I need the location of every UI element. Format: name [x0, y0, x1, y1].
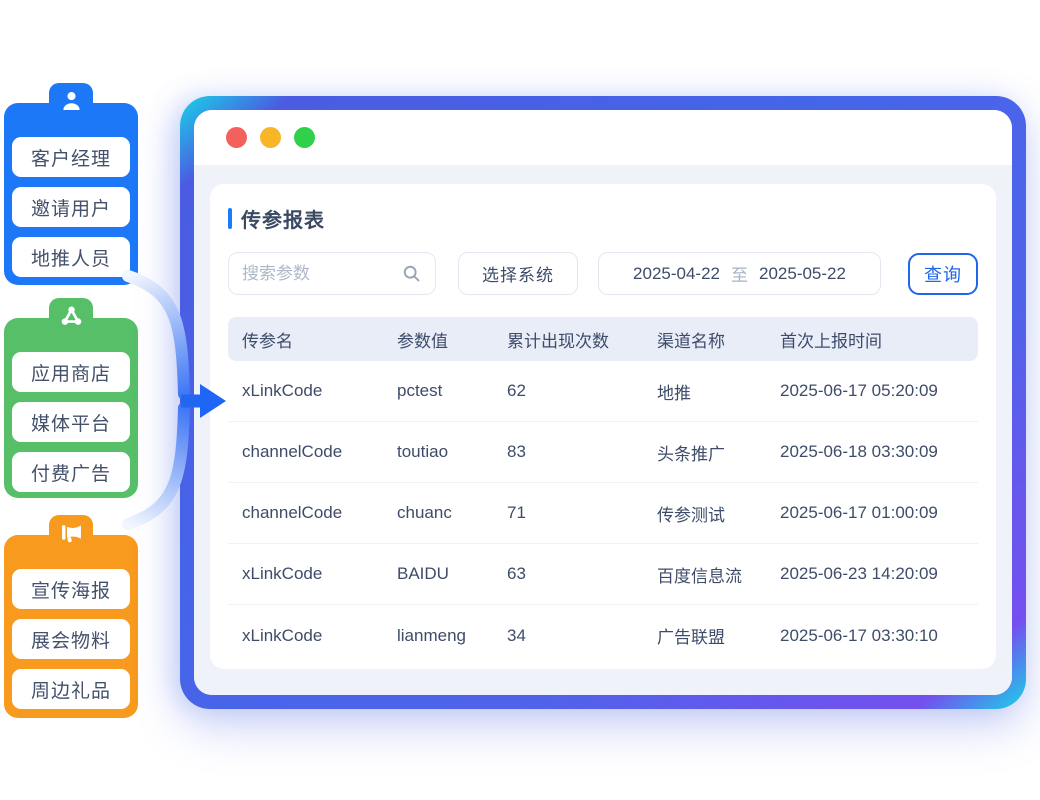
report-table: 传参名 参数值 累计出现次数 渠道名称 首次上报时间 xLinkCode pct…: [228, 317, 978, 666]
param-name-cell: xLinkCode: [242, 381, 323, 400]
table-header: 传参名 参数值 累计出现次数 渠道名称 首次上报时间: [228, 317, 978, 361]
count-cell: 63: [507, 564, 526, 583]
maximize-window-button[interactable]: [294, 127, 315, 148]
column-header: 参数值: [397, 331, 448, 351]
column-header: 渠道名称: [657, 331, 725, 351]
report-toolbar: 选择系统 2025-04-22 至 2025-05-22 查询: [228, 252, 978, 295]
channel-cell: 地推: [657, 383, 691, 403]
query-button[interactable]: 查询: [908, 252, 978, 295]
card-item: 媒体平台: [12, 402, 130, 442]
param-name-cell: xLinkCode: [242, 564, 323, 583]
first-report-time-cell: 2025-06-17 03:30:10: [780, 625, 938, 645]
first-report-time-cell: 2025-06-17 01:00:09: [780, 503, 938, 522]
window-titlebar: [194, 110, 1012, 165]
card-item: 邀请用户: [12, 187, 130, 227]
card-platforms: 应用商店 媒体平台 付费广告: [4, 298, 138, 498]
date-range-picker[interactable]: 2025-04-22 至 2025-05-22: [598, 252, 881, 295]
close-window-button[interactable]: [226, 127, 247, 148]
count-cell: 34: [507, 625, 526, 645]
channel-cell: 广告联盟: [657, 628, 725, 647]
report-card: 传参报表 选择系统 2025-04-22: [210, 184, 996, 669]
card-item: 付费广告: [12, 452, 130, 492]
date-separator: 至: [731, 266, 748, 285]
param-value-cell: BAIDU: [397, 564, 449, 583]
share-icon: [61, 306, 81, 325]
search-icon: [403, 265, 420, 282]
param-value-cell: toutiao: [397, 442, 449, 461]
card-item: 宣传海报: [12, 569, 130, 609]
window-content: 传参报表 选择系统 2025-04-22: [194, 110, 1012, 695]
card-item: 周边礼品: [12, 669, 130, 709]
title-accent-bar: [228, 208, 232, 229]
param-name-cell: xLinkCode: [242, 625, 323, 645]
param-value-cell: pctest: [397, 381, 443, 400]
card-item: 展会物料: [12, 619, 130, 659]
param-name-cell: channelCode: [242, 442, 343, 461]
minimize-window-button[interactable]: [260, 127, 281, 148]
card-platforms-tab: [49, 298, 93, 344]
channel-cell: 头条推广: [657, 444, 725, 464]
first-report-time-cell: 2025-06-17 05:20:09: [780, 381, 938, 400]
card-item: 地推人员: [12, 237, 130, 277]
card-materials-tab: [49, 515, 93, 561]
window-body: 传参报表 选择系统 2025-04-22: [194, 165, 1012, 695]
count-cell: 83: [507, 442, 526, 461]
channel-cell: 传参测试: [657, 505, 725, 525]
date-end: 2025-05-22: [759, 263, 846, 283]
first-report-time-cell: 2025-06-23 14:20:09: [780, 564, 938, 583]
report-title-row: 传参报表: [228, 206, 978, 232]
browser-window: 传参报表 选择系统 2025-04-22: [180, 96, 1026, 709]
card-materials: 宣传海报 展会物料 周边礼品: [4, 515, 138, 718]
param-value-cell: lianmeng: [397, 625, 466, 645]
column-header: 累计出现次数: [507, 331, 609, 351]
table-row: xLinkCode lianmeng 34 广告联盟 2025-06-17 03…: [228, 605, 978, 666]
card-item: 应用商店: [12, 352, 130, 392]
date-start: 2025-04-22: [633, 263, 720, 283]
user-icon: [62, 92, 80, 110]
card-personnel-tab: [49, 83, 93, 129]
count-cell: 71: [507, 503, 526, 522]
table-row: xLinkCode BAIDU 63 百度信息流 2025-06-23 14:2…: [228, 544, 978, 605]
search-input-box[interactable]: [228, 252, 436, 295]
column-header: 首次上报时间: [780, 331, 882, 351]
search-input[interactable]: [242, 263, 382, 284]
page-title: 传参报表: [241, 210, 325, 232]
column-header: 传参名: [242, 331, 293, 351]
table-row: xLinkCode pctest 62 地推 2025-06-17 05:20:…: [228, 361, 978, 422]
param-value-cell: chuanc: [397, 503, 452, 522]
megaphone-icon: [61, 525, 81, 543]
first-report-time-cell: 2025-06-18 03:30:09: [780, 442, 938, 461]
count-cell: 62: [507, 381, 526, 400]
card-item: 客户经理: [12, 137, 130, 177]
table-row: channelCode chuanc 71 传参测试 2025-06-17 01…: [228, 483, 978, 544]
channel-cell: 百度信息流: [657, 566, 742, 586]
select-system-button[interactable]: 选择系统: [458, 252, 578, 295]
card-personnel: 客户经理 邀请用户 地推人员: [4, 83, 138, 285]
table-row: channelCode toutiao 83 头条推广 2025-06-18 0…: [228, 422, 978, 483]
param-name-cell: channelCode: [242, 503, 343, 522]
